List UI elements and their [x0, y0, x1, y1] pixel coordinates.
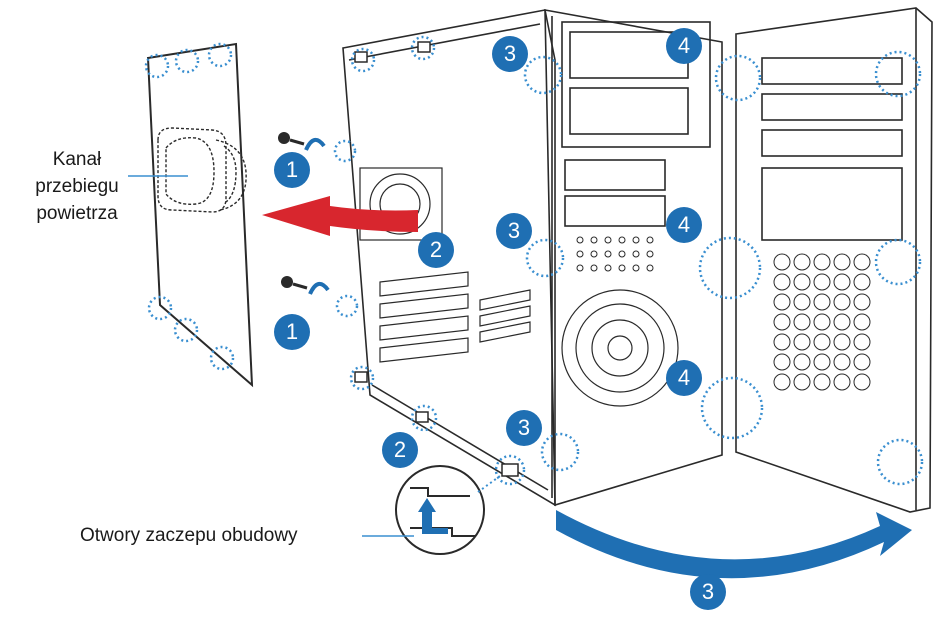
step-badge-3: 3 [506, 410, 542, 446]
air-duct [157, 127, 247, 213]
step-badge-3: 3 [690, 574, 726, 610]
air-duct-label-line: przebiegu [35, 176, 119, 197]
front-fan [561, 289, 679, 407]
step-badge-4: 4 [666, 360, 702, 396]
rotate-arrow-icon [304, 138, 330, 295]
screw-icon [281, 276, 308, 290]
step-badge-2: 2 [382, 432, 418, 468]
remove-panel-arrow-icon [262, 196, 418, 236]
step-badge-4: 4 [666, 207, 702, 243]
air-duct-label: Kanał przebiegu powietrza [16, 146, 138, 227]
step-badge-1: 1 [274, 314, 310, 350]
swing-arrow-icon [556, 510, 912, 579]
step-badge-3: 3 [492, 36, 528, 72]
step-badge-2: 2 [418, 232, 454, 268]
bezel-mesh [773, 253, 871, 391]
hook-detail-icon [395, 465, 501, 555]
step-badge-3: 3 [496, 213, 532, 249]
front-vent-holes [576, 236, 654, 272]
expansion-slots [379, 271, 531, 363]
callout-rings [144, 35, 924, 486]
step-badge-1: 1 [274, 152, 310, 188]
chassis-tabs [354, 41, 519, 477]
air-duct-label-line: powietrza [36, 203, 118, 224]
side-panel [146, 42, 254, 388]
hook-holes-label: Otwory zaczepu obudowy [80, 525, 298, 546]
step-badge-4: 4 [666, 28, 702, 64]
screw-icon [278, 132, 305, 146]
air-duct-label-line: Kanał [52, 149, 102, 170]
